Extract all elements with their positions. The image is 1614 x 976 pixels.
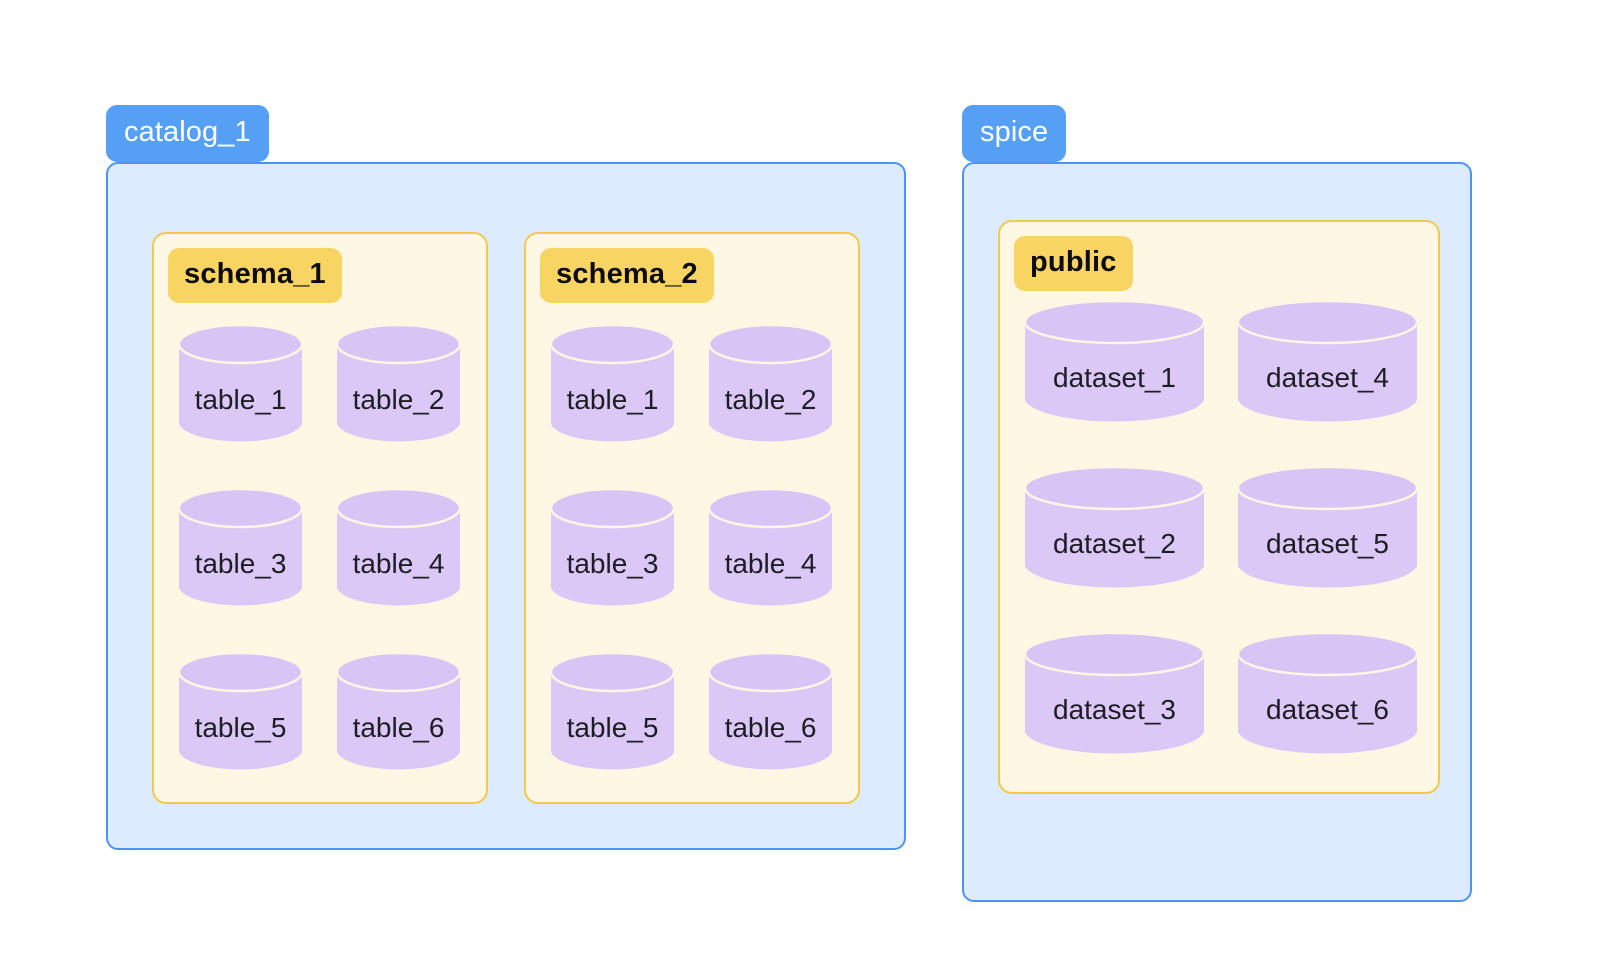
catalog-group-spice: spice public dataset_1 bbox=[962, 105, 1472, 902]
catalog-badge-catalog_1[interactable]: catalog_1 bbox=[106, 105, 269, 162]
catalog-badge-spice[interactable]: spice bbox=[962, 105, 1067, 162]
database-cylinder-icon[interactable]: dataset_3 bbox=[1024, 632, 1205, 756]
object-grid-schema_1: table_1 table_2 ta bbox=[178, 324, 461, 772]
catalog-group-catalog_1: catalog_1 schema_1 table_1 bbox=[106, 105, 906, 850]
schema-box-schema_1: schema_1 table_1 ta bbox=[152, 232, 488, 804]
database-cylinder-icon[interactable]: table_5 bbox=[550, 652, 675, 772]
database-cylinder-icon[interactable]: table_6 bbox=[336, 652, 461, 772]
database-cylinder-icon[interactable]: table_5 bbox=[178, 652, 303, 772]
object-grid-public: dataset_1 dataset_4 bbox=[1024, 300, 1418, 756]
database-cylinder-icon[interactable]: dataset_2 bbox=[1024, 466, 1205, 590]
database-cylinder-icon[interactable]: dataset_5 bbox=[1237, 466, 1418, 590]
database-cylinder-icon[interactable]: dataset_6 bbox=[1237, 632, 1418, 756]
catalog-box-spice: public dataset_1 da bbox=[962, 162, 1472, 902]
schema-badge-schema_1[interactable]: schema_1 bbox=[168, 248, 342, 303]
database-cylinder-icon[interactable]: dataset_1 bbox=[1024, 300, 1205, 424]
database-cylinder-icon[interactable]: table_3 bbox=[178, 488, 303, 608]
database-cylinder-icon[interactable]: table_1 bbox=[178, 324, 303, 444]
schema-badge-schema_2[interactable]: schema_2 bbox=[540, 248, 714, 303]
database-cylinder-icon[interactable]: table_6 bbox=[708, 652, 833, 772]
catalog-box-catalog_1: schema_1 table_1 ta bbox=[106, 162, 906, 850]
database-cylinder-icon[interactable]: table_4 bbox=[708, 488, 833, 608]
database-cylinder-icon[interactable]: table_1 bbox=[550, 324, 675, 444]
database-cylinder-icon[interactable]: dataset_4 bbox=[1237, 300, 1418, 424]
object-grid-schema_2: table_1 table_2 ta bbox=[550, 324, 833, 772]
schema-badge-public[interactable]: public bbox=[1014, 236, 1133, 291]
database-cylinder-icon[interactable]: table_2 bbox=[708, 324, 833, 444]
schema-box-schema_2: schema_2 table_1 ta bbox=[524, 232, 860, 804]
database-cylinder-icon[interactable]: table_2 bbox=[336, 324, 461, 444]
database-cylinder-icon[interactable]: table_3 bbox=[550, 488, 675, 608]
database-cylinder-icon[interactable]: table_4 bbox=[336, 488, 461, 608]
schema-box-public: public dataset_1 da bbox=[998, 220, 1440, 794]
